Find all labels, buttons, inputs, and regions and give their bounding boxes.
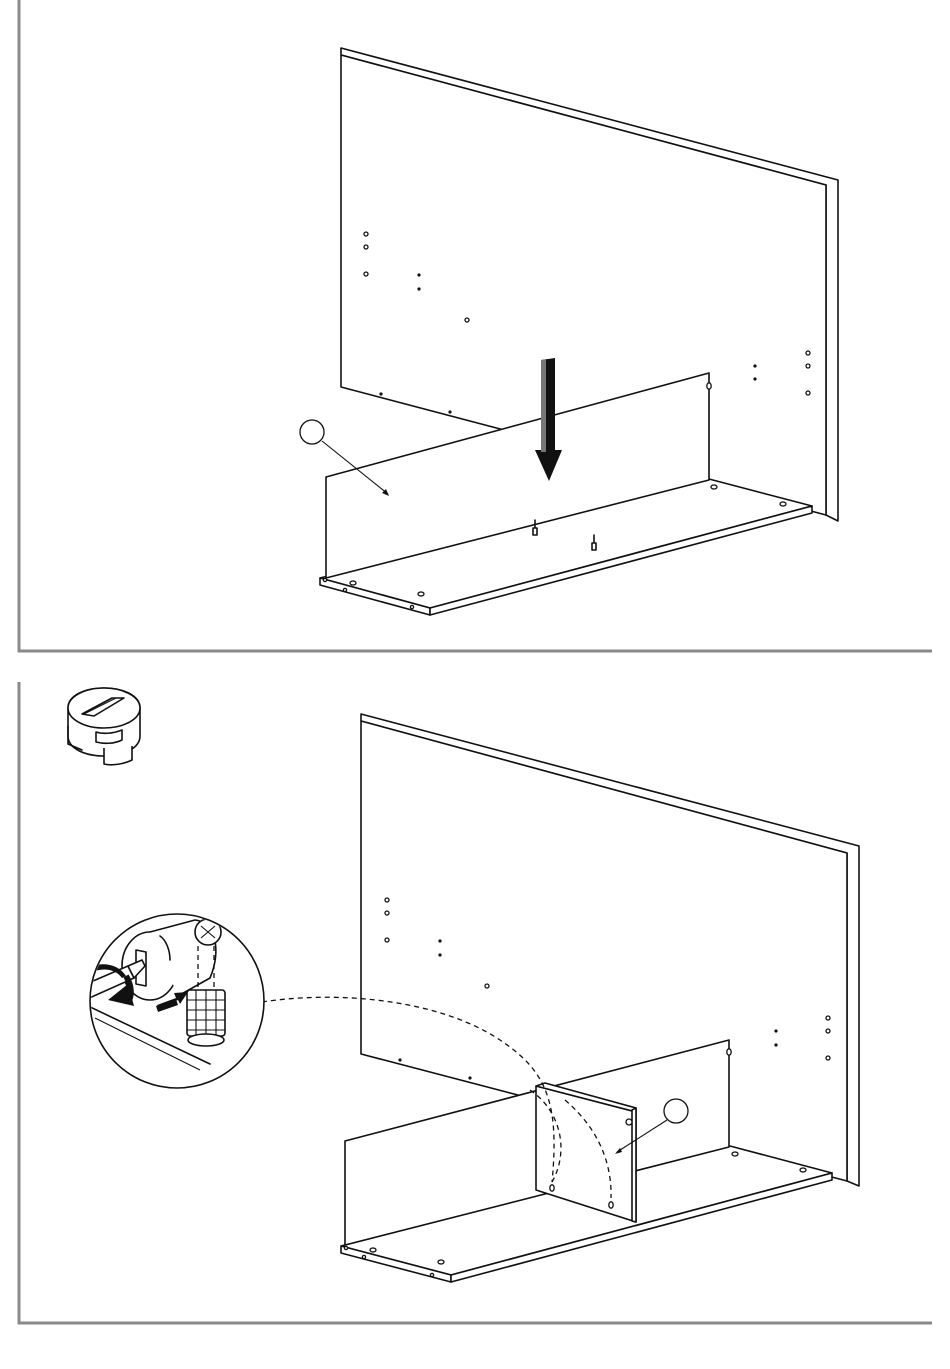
step-1-illustration [0,0,950,660]
hole [385,898,389,902]
hole [364,272,368,276]
hole [398,1058,401,1061]
hole [448,410,451,413]
step-2-panel [0,660,950,1369]
hole [711,485,717,489]
hole [707,383,711,389]
hole [364,245,368,249]
cam-hole [609,1202,613,1208]
hole [370,1248,376,1252]
hole [800,1168,806,1172]
hole [826,1029,830,1033]
hole [385,911,389,915]
hole [379,392,382,395]
hole [727,1049,731,1055]
hole [485,984,489,988]
hole [774,1029,777,1032]
hole [438,1260,444,1264]
hole [806,391,810,395]
hole [753,377,756,380]
hole [418,592,424,596]
cam-lock-icon [68,688,140,765]
hole [826,1016,830,1020]
hole [385,938,389,942]
hole [732,1152,738,1156]
hole [438,939,441,942]
hole [417,287,420,290]
hole [417,273,420,276]
hole [806,364,810,368]
hole [468,1076,471,1079]
hole [780,502,786,506]
hole [438,953,441,956]
step-1-panel [0,0,950,660]
cam-hole [550,1185,554,1191]
step-2-illustration [0,660,950,1369]
cam-hole [626,1119,632,1125]
hole [350,581,356,585]
detail-circle [29,914,264,1088]
hole [774,1043,777,1046]
hole [806,351,810,355]
hole [465,318,469,322]
hole [826,1056,830,1060]
hole [753,364,756,367]
hole [364,232,368,236]
